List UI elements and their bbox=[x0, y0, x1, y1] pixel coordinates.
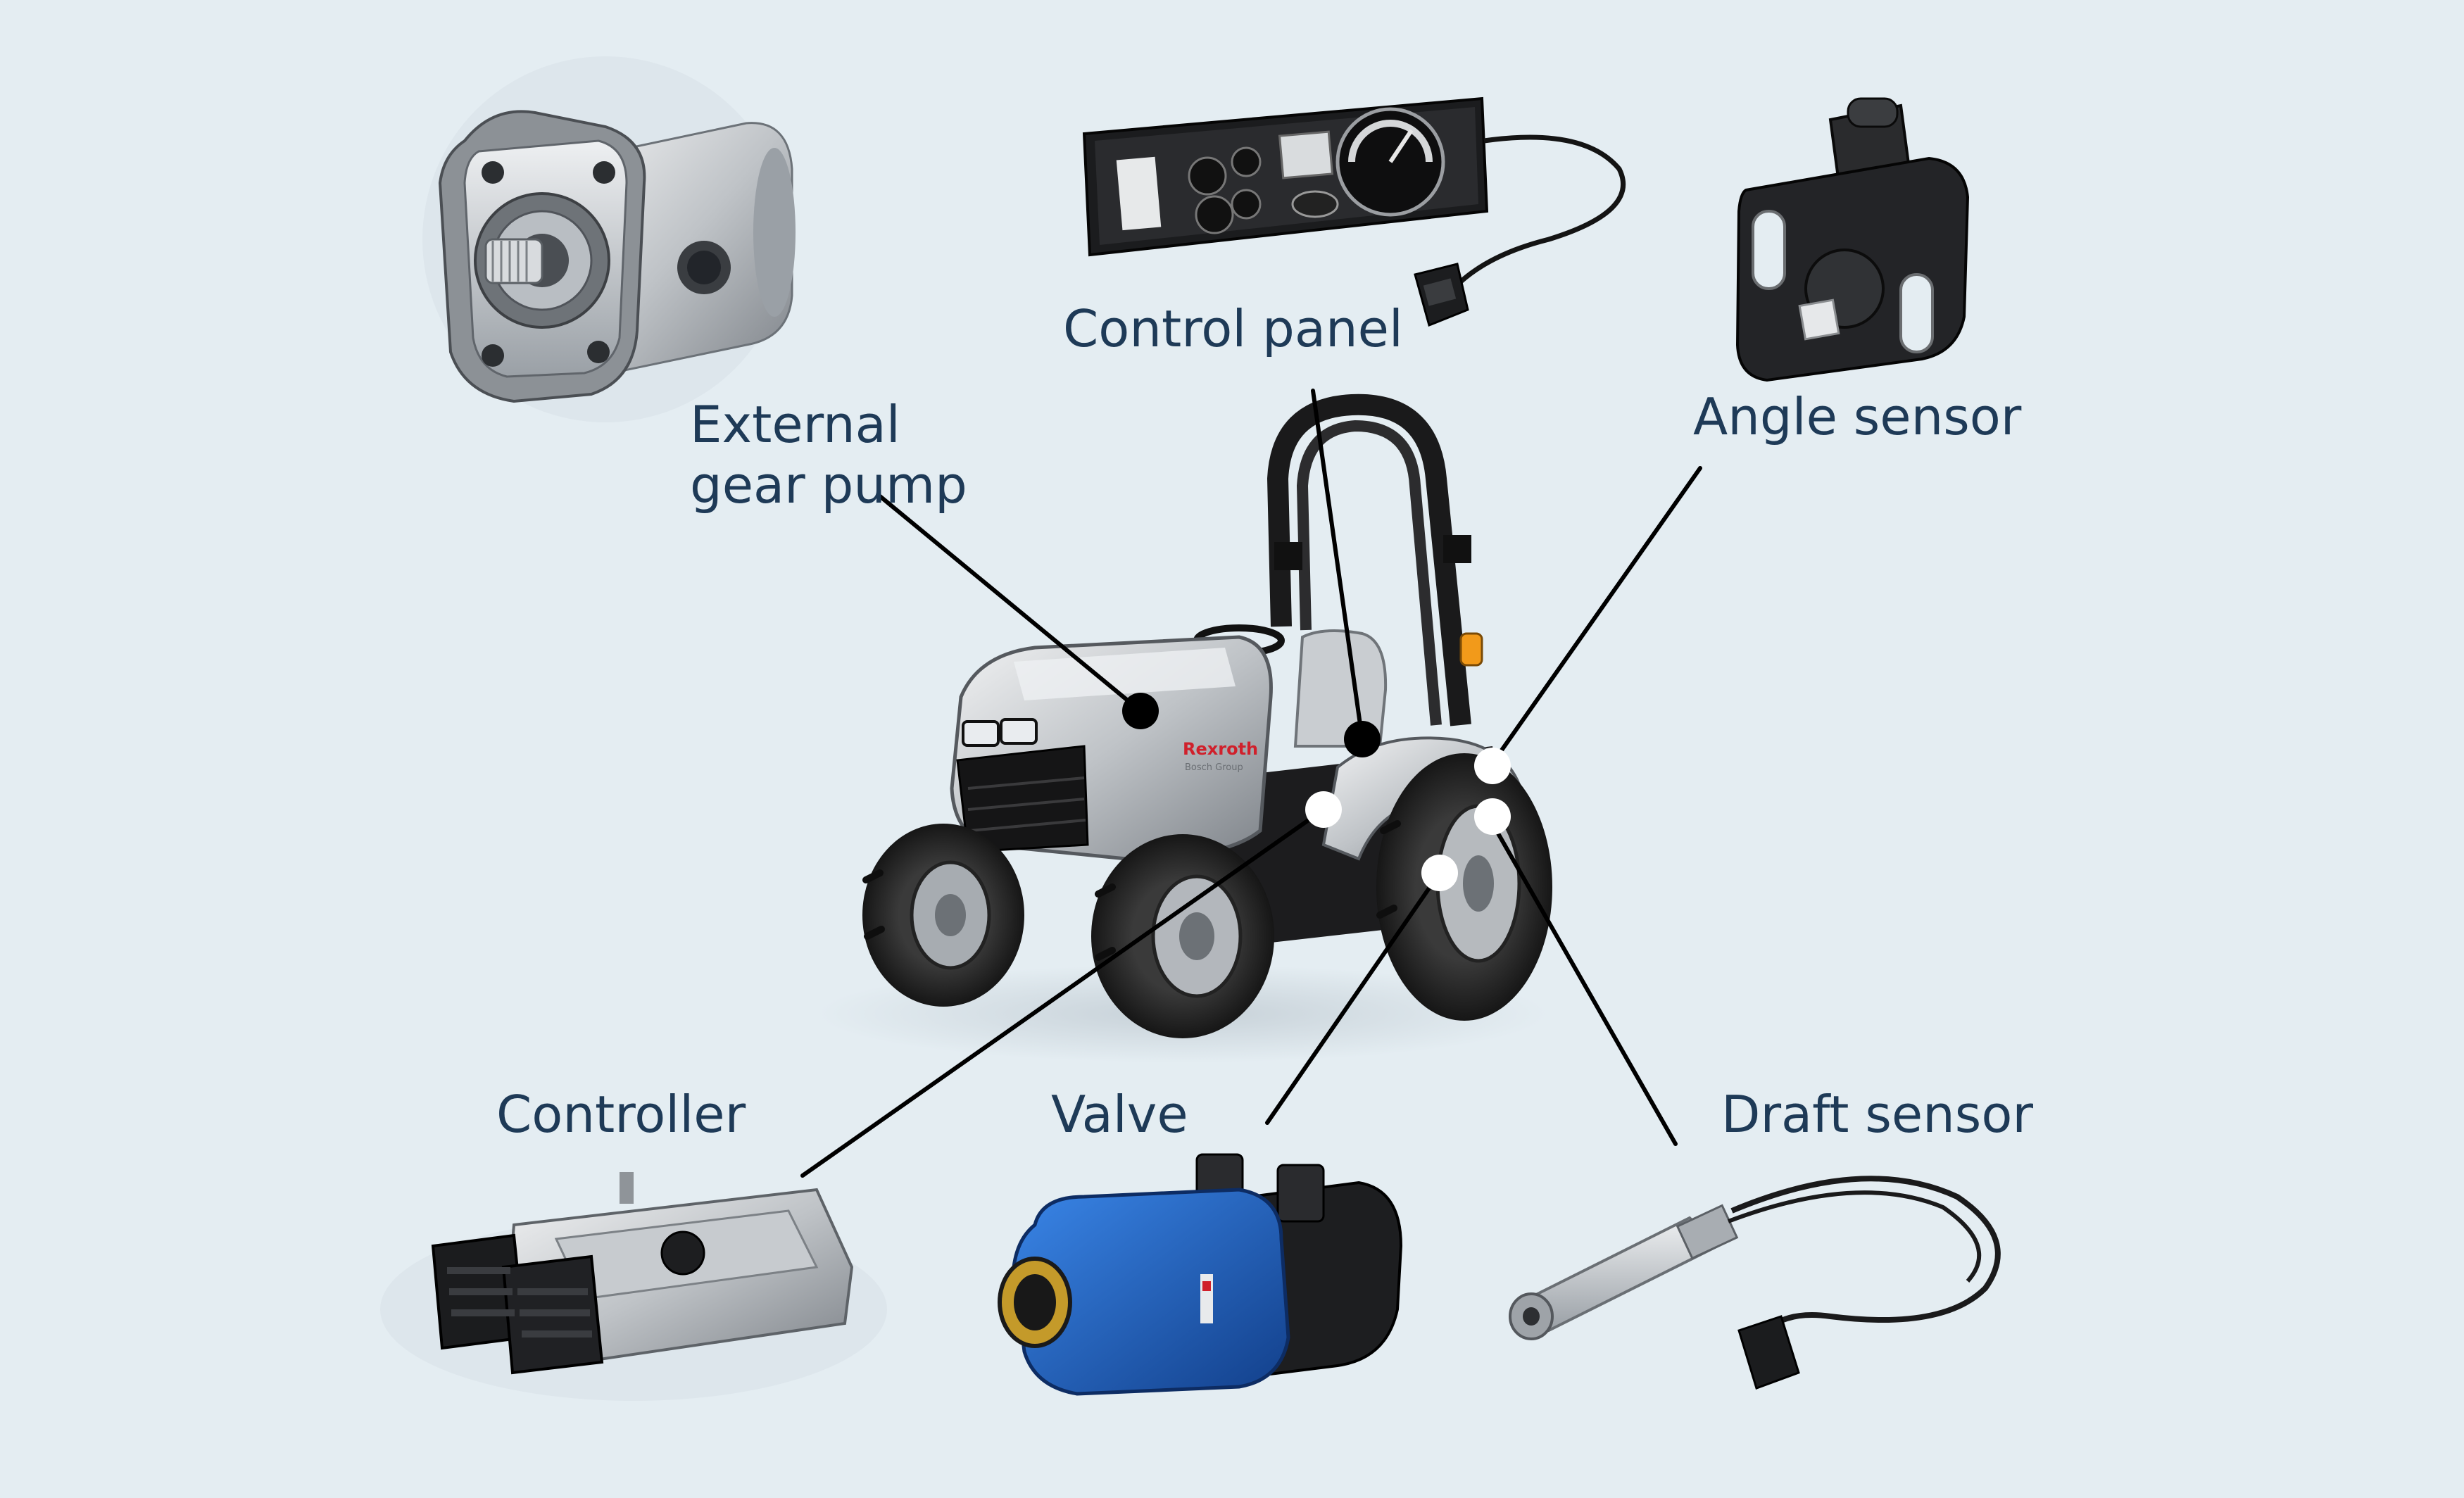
valve-icon bbox=[998, 1153, 1403, 1396]
leader-line-valve bbox=[1265, 871, 1442, 1125]
marker-draft-sensor bbox=[1474, 798, 1511, 835]
leader-lines bbox=[800, 389, 1702, 1178]
label-valve: Valve bbox=[1051, 1085, 1188, 1144]
leader-line-controller bbox=[800, 807, 1326, 1178]
component-markers bbox=[1122, 693, 1511, 891]
tractor-icon: Rexroth Bosch Group bbox=[817, 394, 1552, 1063]
label-external-gear-pump: External gear pump bbox=[690, 395, 967, 515]
leader-line-draft-sensor bbox=[1490, 822, 1678, 1146]
tractor-brand-sub: Bosch Group bbox=[1185, 762, 1243, 773]
tractor-brand-text: Rexroth bbox=[1183, 739, 1258, 759]
control-panel-icon bbox=[1082, 96, 1626, 327]
marker-angle-sensor bbox=[1474, 748, 1511, 784]
marker-valve bbox=[1421, 855, 1458, 891]
label-angle-sensor: Angle sensor bbox=[1693, 387, 2022, 446]
gear-pump-icon bbox=[422, 56, 796, 422]
controller-icon bbox=[380, 1172, 887, 1401]
angle-sensor-icon bbox=[1735, 97, 1970, 382]
marker-gear-pump bbox=[1122, 693, 1159, 729]
marker-control-panel bbox=[1344, 721, 1381, 757]
marker-controller bbox=[1305, 791, 1342, 828]
label-control-panel: Control panel bbox=[1063, 299, 1403, 358]
label-draft-sensor: Draft sensor bbox=[1721, 1085, 2033, 1144]
leader-line-control-panel bbox=[1311, 389, 1364, 741]
leader-line-angle-sensor bbox=[1497, 466, 1702, 755]
label-controller: Controller bbox=[496, 1085, 746, 1144]
leader-line-gear-pump bbox=[878, 494, 1143, 713]
draft-sensor-icon bbox=[1509, 1176, 2001, 1390]
